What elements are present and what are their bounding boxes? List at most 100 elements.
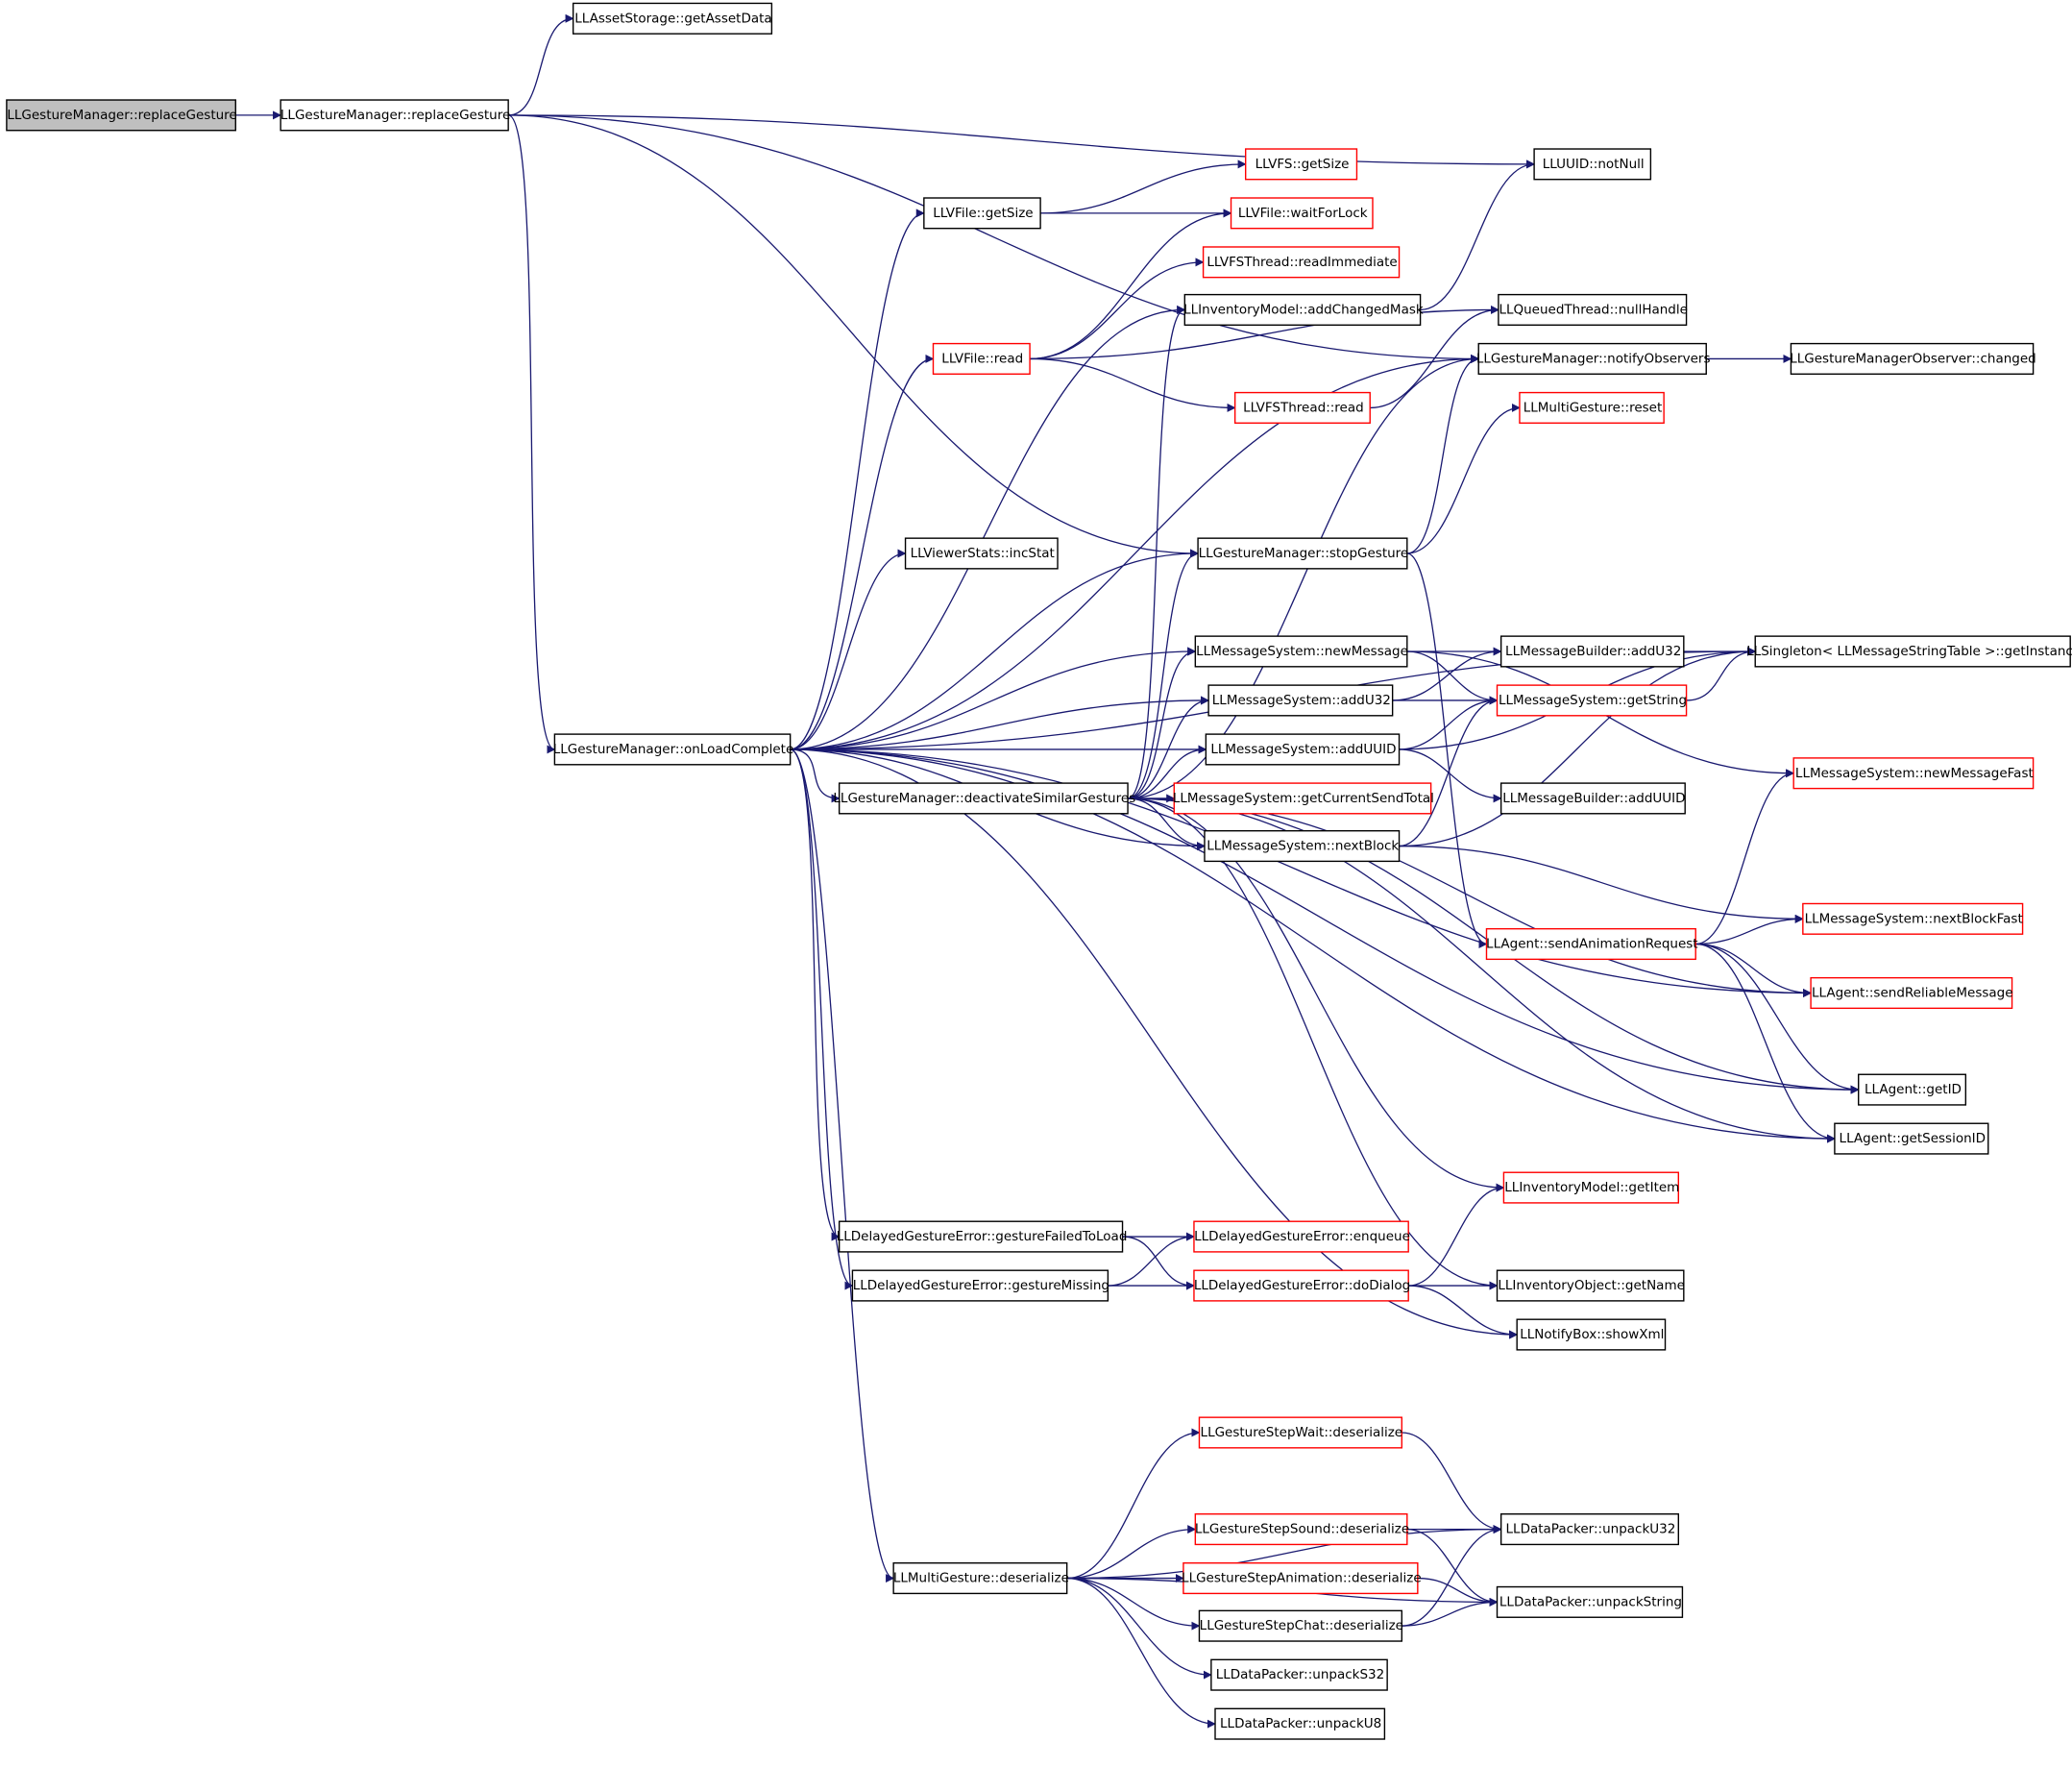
- node-label: LLMessageBuilder::addU32: [1505, 644, 1681, 659]
- node-stepWait[interactable]: LLGestureStepWait::deserialize: [1198, 1416, 1402, 1449]
- node-rg[interactable]: LLGestureManager::replaceGesture: [280, 99, 510, 132]
- node-vfsGetSize[interactable]: LLVFS::getSize: [1244, 148, 1358, 181]
- edge-addUUID-to-getString: [1399, 696, 1499, 750]
- node-box: [932, 342, 1031, 375]
- node-mbAddUUID[interactable]: LLMessageBuilder::addUUID: [1499, 782, 1686, 815]
- edge-deactivate-to-stopGesture: [1127, 549, 1199, 799]
- node-gestureMissing[interactable]: LLDelayedGestureError::gestureMissing: [851, 1269, 1109, 1302]
- node-label: LLMultiGesture::deserialize: [893, 1571, 1069, 1586]
- node-box: [1858, 1073, 1967, 1106]
- node-box: [1498, 293, 1688, 326]
- node-addChangedMask[interactable]: LLInventoryModel::addChangedMask: [1183, 293, 1424, 326]
- node-changed[interactable]: LLGestureManagerObserver::changed: [1790, 342, 2036, 375]
- node-notifyObservers[interactable]: LLGestureManager::notifyObservers: [1476, 342, 1711, 375]
- node-doDialog[interactable]: LLDelayedGestureError::doDialog: [1193, 1269, 1410, 1302]
- node-stepChat[interactable]: LLGestureStepChat::deserialize: [1198, 1609, 1403, 1642]
- node-label: LLGestureStepSound::deserialize: [1195, 1522, 1409, 1537]
- edge-vfsRead-to-nullHandle: [1370, 305, 1499, 409]
- node-box: [1802, 902, 2024, 935]
- node-label: LLVFS::getSize: [1255, 157, 1350, 172]
- node-vfileRead[interactable]: LLVFile::read: [932, 342, 1031, 375]
- node-label: LLMessageSystem::getCurrentSendTotal: [1173, 791, 1434, 806]
- node-label: LLDelayedGestureError::gestureMissing: [853, 1278, 1109, 1293]
- node-label: LLGestureManager::deactivateSimilarGestu…: [833, 791, 1135, 806]
- node-box: [1533, 148, 1652, 181]
- edge-deactivate-to-getItem: [1128, 797, 1505, 1192]
- edge-deactivate-to-msAddU32: [1128, 696, 1210, 799]
- node-getID[interactable]: LLAgent::getID: [1858, 1073, 1967, 1106]
- node-box: [1193, 1220, 1409, 1253]
- edge-sendAnimationRequest-to-nextBlockFast: [1695, 914, 1804, 945]
- node-getAssetData[interactable]: LLAssetStorage::getAssetData: [572, 2, 773, 35]
- node-stopGesture[interactable]: LLGestureManager::stopGesture: [1197, 537, 1408, 570]
- node-getCurrentSendTotal[interactable]: LLMessageSystem::getCurrentSendTotal: [1173, 782, 1434, 815]
- edge-sendAnimationRequest-to-getID: [1695, 943, 1860, 1094]
- edge-gestureMissing-to-enqueue: [1108, 1232, 1195, 1287]
- node-vfileGetSize[interactable]: LLVFile::getSize: [923, 197, 1041, 230]
- edge-vfileRead-to-readImmediate: [1030, 258, 1205, 360]
- node-addUUID[interactable]: LLMessageSystem::addUUID: [1205, 733, 1401, 766]
- node-label: LLInventoryModel::addChangedMask: [1183, 302, 1424, 317]
- node-box: [1204, 829, 1401, 863]
- node-nullHandle[interactable]: LLQueuedThread::nullHandle: [1498, 293, 1688, 326]
- node-getInstance[interactable]: LLSingleton< LLMessageStringTable >::get…: [1746, 635, 2072, 668]
- node-waitForLock[interactable]: LLVFile::waitForLock: [1230, 197, 1374, 230]
- node-unpackU8[interactable]: LLDataPacker::unpackU8: [1214, 1707, 1386, 1740]
- node-label: LLMessageSystem::newMessageFast: [1795, 766, 2034, 781]
- node-label: LLAssetStorage::getAssetData: [574, 11, 771, 26]
- node-box: [1516, 1318, 1667, 1351]
- node-unpackS32[interactable]: LLDataPacker::unpackS32: [1210, 1658, 1388, 1691]
- node-msAddU32[interactable]: LLMessageSystem::addU32: [1207, 684, 1394, 717]
- edge-onLoadComplete-to-incStat: [790, 549, 907, 750]
- node-newMessageFast[interactable]: LLMessageSystem::newMessageFast: [1792, 757, 2035, 790]
- node-newMessage[interactable]: LLMessageSystem::newMessage: [1194, 635, 1408, 668]
- edge-rg-to-onLoadComplete: [507, 114, 556, 754]
- node-onLoadComplete[interactable]: LLGestureManager::onLoadComplete: [553, 733, 794, 766]
- node-vfsRead[interactable]: LLVFSThread::read: [1233, 391, 1371, 424]
- edge-onLoadComplete-to-deactivate: [790, 748, 841, 803]
- node-stepAnim[interactable]: LLGestureStepAnimation::deserialize: [1182, 1562, 1422, 1595]
- node-getSessionID[interactable]: LLAgent::getSessionID: [1834, 1122, 1989, 1155]
- node-label: LLQueuedThread::nullHandle: [1499, 302, 1687, 317]
- node-getString[interactable]: LLMessageSystem::getString: [1496, 684, 1688, 717]
- edge-stepChat-to-unpackU32: [1402, 1525, 1502, 1627]
- node-label: LLInventoryObject::getName: [1498, 1278, 1685, 1293]
- node-unpackU32[interactable]: LLDataPacker::unpackU32: [1499, 1513, 1680, 1546]
- edge-nextBlock-to-getInstance: [1399, 647, 1757, 847]
- node-nextBlock[interactable]: LLMessageSystem::nextBlock: [1204, 829, 1401, 863]
- node-showXml[interactable]: LLNotifyBox::showXml: [1516, 1318, 1667, 1351]
- node-label: LLVFile::waitForLock: [1238, 206, 1368, 221]
- edge-mgDeserialize-to-unpackS32: [1066, 1577, 1212, 1680]
- node-gestureFailedToLoad[interactable]: LLDelayedGestureError::gestureFailedToLo…: [837, 1220, 1128, 1253]
- node-getName[interactable]: LLInventoryObject::getName: [1496, 1269, 1685, 1302]
- node-box: [572, 2, 773, 35]
- node-box: [1230, 197, 1374, 230]
- node-label: LLGestureStepAnimation::deserialize: [1182, 1571, 1422, 1586]
- node-mgDeserialize[interactable]: LLMultiGesture::deserialize: [892, 1562, 1069, 1595]
- edge-deactivate-to-sendReliableMessage: [1128, 797, 1812, 997]
- node-sendReliableMessage[interactable]: LLAgent::sendReliableMessage: [1810, 976, 2013, 1010]
- node-readImmediate[interactable]: LLVFSThread::readImmediate: [1202, 246, 1401, 279]
- node-unpackString[interactable]: LLDataPacker::unpackString: [1496, 1585, 1684, 1618]
- node-box: [1202, 246, 1401, 279]
- node-enqueue[interactable]: LLDelayedGestureError::enqueue: [1193, 1220, 1410, 1253]
- node-box: [1194, 635, 1408, 668]
- node-root[interactable]: LLGestureManager::replaceGesture: [6, 99, 237, 132]
- node-box: [1182, 1562, 1419, 1595]
- node-label: LLMultiGesture::reset: [1524, 400, 1663, 415]
- node-mgReset[interactable]: LLMultiGesture::reset: [1519, 391, 1665, 424]
- edge-onLoadComplete-to-vfileRead: [790, 354, 935, 750]
- node-label: LLDataPacker::unpackU32: [1506, 1522, 1676, 1537]
- node-incStat[interactable]: LLViewerStats::incStat: [904, 537, 1059, 570]
- node-label: LLVFile::read: [941, 351, 1023, 366]
- node-notNull[interactable]: LLUUID::notNull: [1533, 148, 1652, 181]
- edge-onLoadComplete-to-getID: [790, 748, 1860, 1094]
- node-getItem[interactable]: LLInventoryModel::getItem: [1502, 1171, 1679, 1204]
- node-mbAddU32[interactable]: LLMessageBuilder::addU32: [1499, 635, 1685, 668]
- node-box: [892, 1562, 1068, 1595]
- node-deactivate[interactable]: LLGestureManager::deactivateSimilarGestu…: [833, 782, 1135, 815]
- node-nextBlockFast[interactable]: LLMessageSystem::nextBlockFast: [1802, 902, 2024, 935]
- node-sendAnimationRequest[interactable]: LLAgent::sendAnimationRequest: [1485, 927, 1698, 961]
- node-stepSound[interactable]: LLGestureStepSound::deserialize: [1194, 1513, 1409, 1546]
